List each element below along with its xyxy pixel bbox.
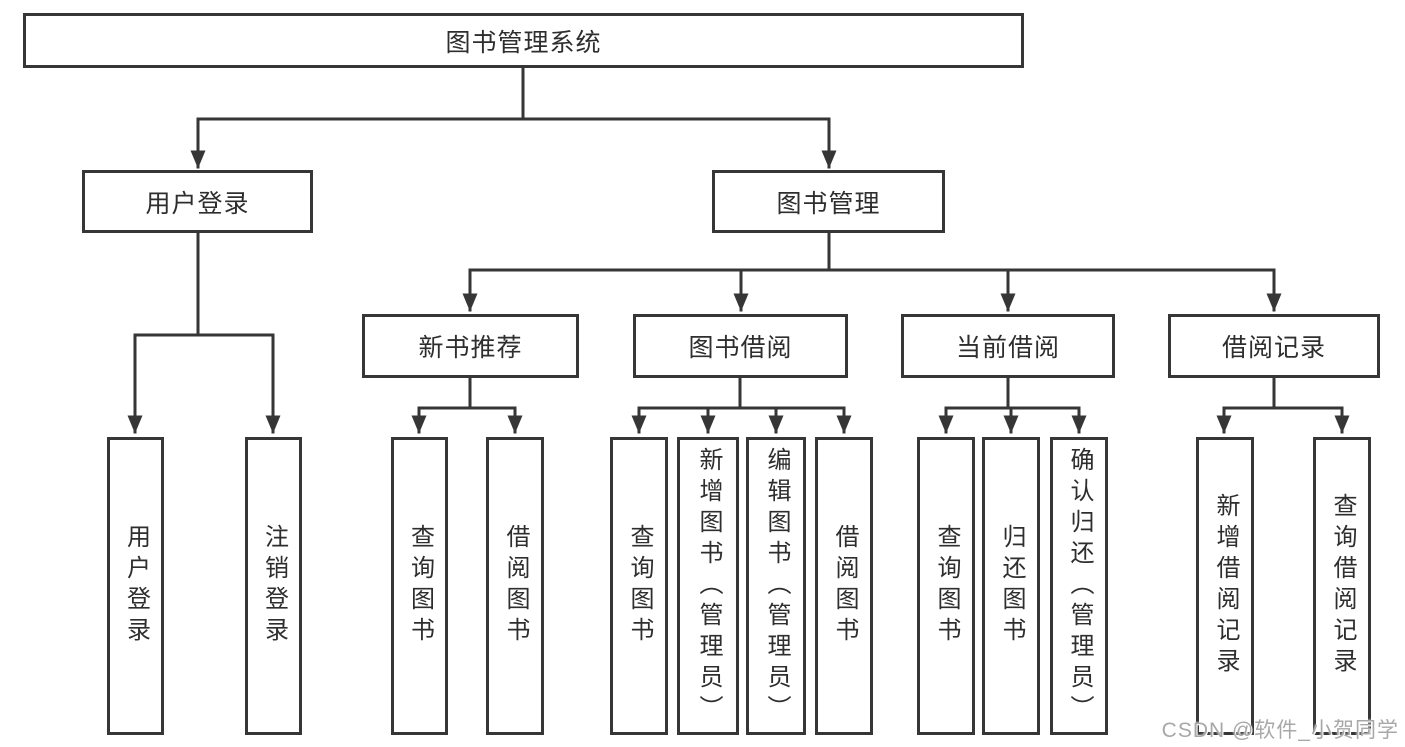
leaf-query-books-2: 查询图书 [610, 437, 668, 735]
leaf-query-books-3: 查询图书 [917, 437, 975, 735]
node-user-login: 用户登录 [82, 170, 313, 233]
node-label: 借阅图书 [502, 524, 529, 648]
node-new-book-recommend: 新书推荐 [362, 314, 579, 378]
leaf-logout: 注销登录 [245, 437, 302, 735]
leaf-query-borrow-record: 查询借阅记录 [1313, 437, 1371, 735]
leaf-confirm-return-admin: 确认归还（管理员） [1050, 437, 1108, 735]
leaf-borrow-books-2: 借阅图书 [815, 437, 873, 735]
node-label: 新书推荐 [418, 334, 523, 362]
node-label: 图书管理系统 [445, 28, 602, 57]
leaf-query-books-1: 查询图书 [391, 437, 448, 735]
leaf-user-login: 用户登录 [107, 437, 164, 735]
node-label: 注销登录 [260, 524, 288, 648]
csdn-watermark: CSDN @软件_小贺同学 [1161, 719, 1399, 742]
node-root-library-system: 图书管理系统 [23, 13, 1024, 68]
node-current-borrowing: 当前借阅 [901, 314, 1115, 378]
node-label: 查询图书 [626, 524, 653, 648]
node-label: 查询图书 [933, 524, 960, 648]
node-label: 查询借阅记录 [1329, 493, 1356, 679]
node-label: 用户登录 [122, 524, 150, 648]
leaf-edit-book-admin: 编辑图书（管理员） [746, 437, 806, 735]
leaf-add-book-admin: 新增图书（管理员） [677, 437, 739, 735]
node-book-borrowing: 图书借阅 [633, 314, 848, 378]
leaf-return-books: 归还图书 [982, 437, 1040, 735]
node-label: 用户登录 [145, 189, 250, 218]
node-label: 查询图书 [406, 524, 434, 648]
node-book-management: 图书管理 [712, 170, 945, 233]
node-label: 当前借阅 [955, 334, 1060, 362]
leaf-borrow-books-1: 借阅图书 [486, 437, 544, 735]
node-label: 借阅记录 [1221, 334, 1326, 362]
node-label: 图书管理 [776, 189, 881, 218]
node-label: 新增图书（管理员） [695, 446, 722, 726]
node-label: 归还图书 [998, 524, 1025, 648]
node-label: 借阅图书 [831, 524, 858, 648]
node-borrowing-records: 借阅记录 [1168, 314, 1380, 378]
node-label: 确认归还（管理员） [1066, 446, 1093, 726]
node-label: 新增借阅记录 [1212, 493, 1239, 679]
node-label: 图书借阅 [688, 334, 793, 362]
node-label: 编辑图书（管理员） [763, 446, 790, 726]
leaf-add-borrow-record: 新增借阅记录 [1196, 437, 1254, 735]
